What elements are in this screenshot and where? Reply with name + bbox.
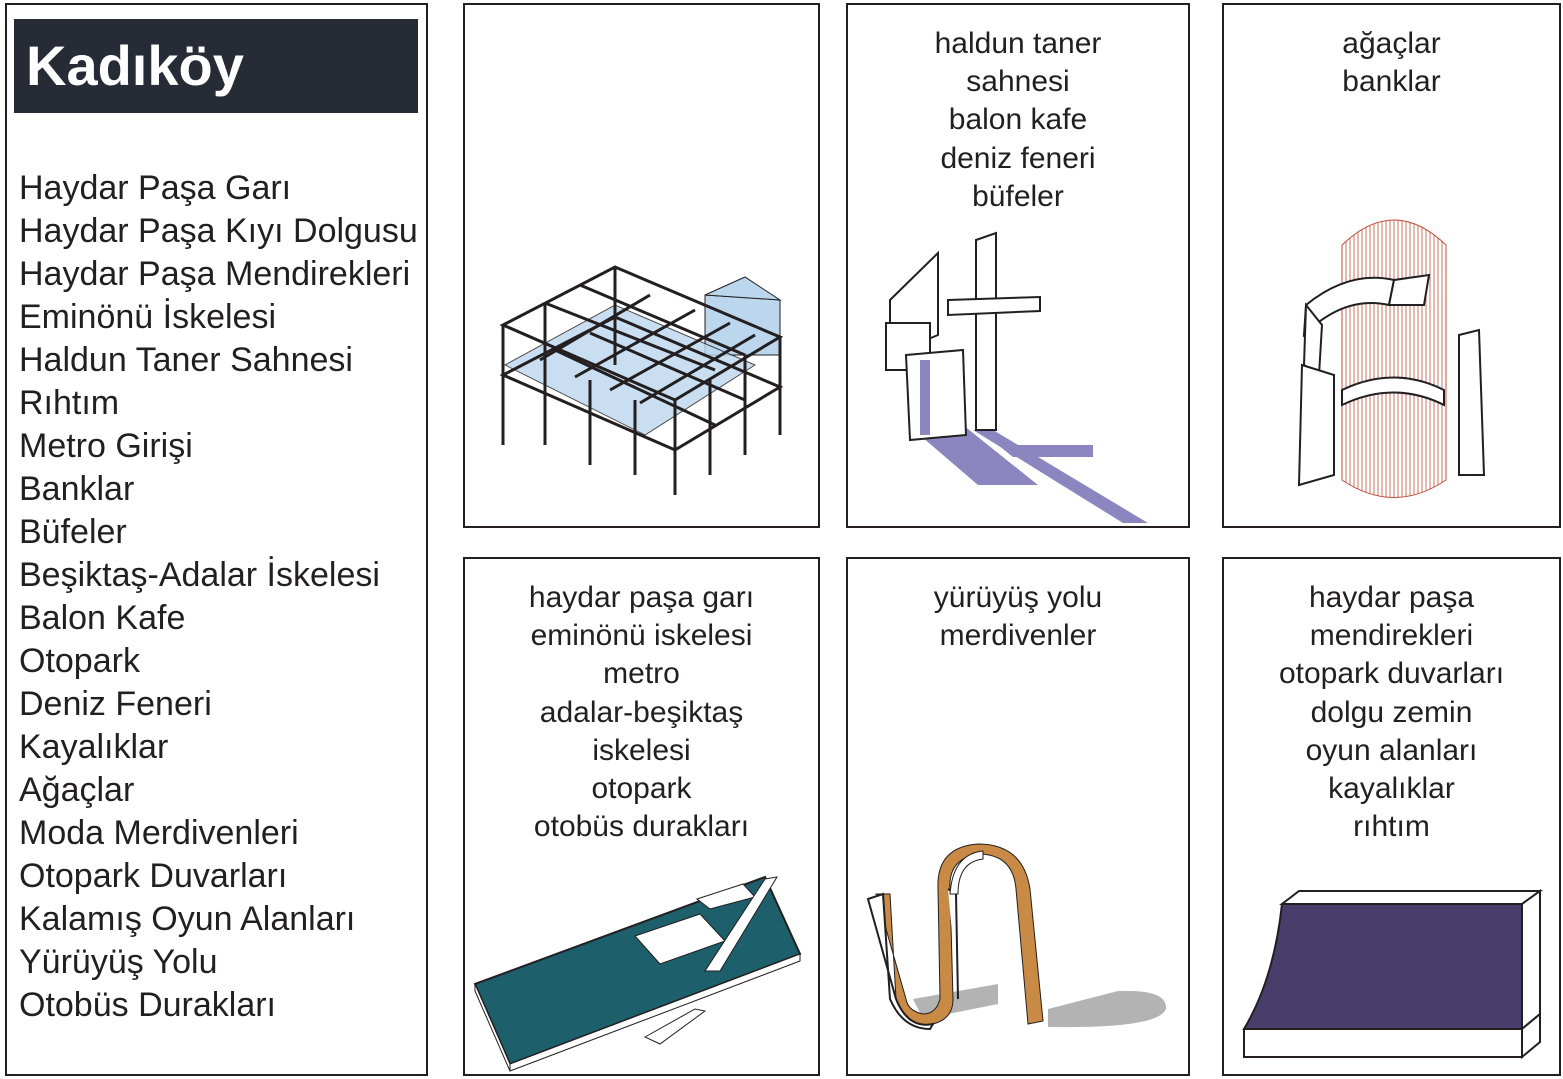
caption-line: otopark duvarları — [1278, 657, 1505, 691]
curved-wall-illustration — [1242, 889, 1544, 1060]
list-item: Kayalıklar — [19, 728, 169, 766]
list-item: Otopark Duvarları — [19, 857, 288, 895]
list-item: Deniz Feneri — [19, 685, 212, 723]
card-caption: yürüyüş yolu merdivenler — [848, 579, 1188, 655]
list-item: Kalamış Oyun Alanları — [19, 900, 356, 938]
list-item: Haydar Paşa Garı — [19, 169, 292, 207]
list-item: Rıhtım — [19, 384, 120, 422]
caption-line: eminönü iskelesi — [530, 619, 753, 653]
list-item: Otobüs Durakları — [19, 986, 276, 1024]
list-item: Büfeler — [19, 513, 127, 551]
card-trees: ağaçlar banklar — [1222, 3, 1561, 528]
frame-structure-illustration — [499, 265, 784, 495]
caption-line: kayalıklar — [1328, 772, 1455, 806]
caption-line: otopark — [591, 772, 692, 806]
stage-frame-illustration — [885, 231, 1148, 523]
list-item: Haydar Paşa Mendirekleri — [19, 255, 411, 293]
card-path: yürüyüş yolu merdivenler — [846, 557, 1190, 1076]
card-caption: haydar paşa mendirekleri otopark duvarları… — [1224, 579, 1559, 846]
card-platform: haydar paşa garı eminönü iskelesi metro ada… — [463, 557, 820, 1076]
platform-slab-illustration — [473, 875, 802, 1072]
caption-line: yürüyüş yolu — [933, 581, 1103, 614]
caption-line: ağaçlar — [1342, 27, 1441, 60]
caption-line: balon kafe — [948, 103, 1088, 137]
card-frame-structure — [463, 3, 820, 528]
list-item: Eminönü İskelesi — [19, 298, 277, 336]
card-caption: haldun taner sahnesi balon kafe deniz fener… — [848, 25, 1188, 216]
caption-line: oyun alanları — [1305, 733, 1478, 767]
caption-line: metro — [603, 657, 680, 691]
list-item: Otopark — [19, 642, 140, 680]
caption-line: banklar — [1342, 65, 1441, 99]
card-caption: ağaçlar banklar — [1224, 25, 1559, 101]
place-list: Haydar Paşa Garı Haydar Paşa Kıyı Dolgus… — [19, 167, 418, 1027]
list-item: Yürüyüş Yolu — [19, 943, 218, 981]
list-item: Moda Merdivenleri — [19, 814, 299, 852]
caption-line: dolgu zemin — [1310, 695, 1473, 729]
caption-line: haydar paşa garı — [528, 581, 755, 614]
legend-panel: Kadıköy Haydar Paşa Garı Haydar Paşa Kıy… — [5, 3, 428, 1076]
page-title: Kadıköy — [14, 19, 418, 113]
caption-line: haydar paşa — [1308, 581, 1475, 614]
list-item: Metro Girişi — [19, 427, 193, 465]
card-stage: haldun taner sahnesi balon kafe deniz fener… — [846, 3, 1190, 528]
caption-line: adalar-beşiktaş — [539, 695, 744, 729]
curved-path-illustration — [866, 843, 1167, 1031]
caption-line: otobüs durakları — [533, 810, 750, 844]
caption-line: sahnesi — [966, 65, 1070, 99]
caption-line: mendirekleri — [1309, 619, 1474, 653]
caption-line: rıhtım — [1353, 810, 1430, 844]
caption-line: deniz feneri — [940, 141, 1096, 175]
list-item: Haydar Paşa Kıyı Dolgusu — [19, 212, 418, 250]
card-wall: haydar paşa mendirekleri otopark duvarları… — [1222, 557, 1561, 1076]
caption-line: büfeler — [972, 179, 1064, 213]
list-item: Banklar — [19, 470, 135, 508]
caption-line: merdivenler — [939, 619, 1097, 653]
list-item: Balon Kafe — [19, 599, 186, 637]
list-item: Ağaçlar — [19, 771, 135, 809]
list-item: Haldun Taner Sahnesi — [19, 341, 353, 379]
tree-bench-illustration — [1297, 219, 1486, 498]
card-caption: haydar paşa garı eminönü iskelesi metro ada… — [465, 579, 818, 846]
list-item: Beşiktaş-Adalar İskelesi — [19, 556, 380, 594]
caption-line: iskelesi — [592, 733, 691, 767]
caption-line: haldun taner — [934, 27, 1102, 60]
